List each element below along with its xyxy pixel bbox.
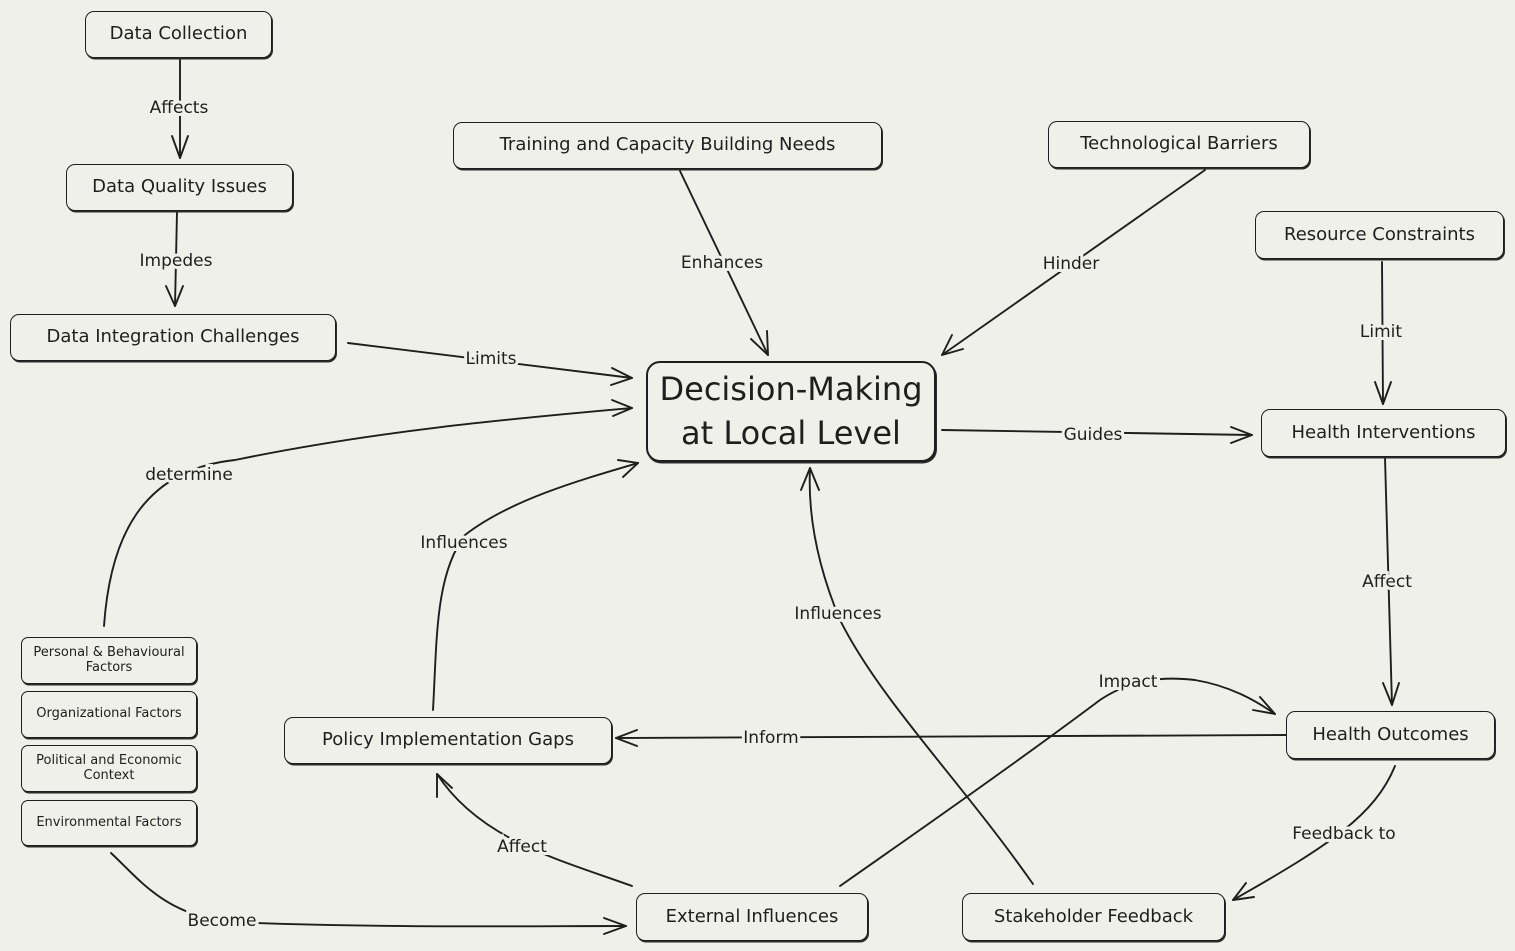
edge-impedes [174,211,178,307]
edge-label-influences-feedback: Influences [794,604,881,624]
node-label: External Influences [665,905,839,927]
edge-determine [103,407,633,627]
arrowhead [610,367,633,386]
node-data-quality-issues[interactable]: Data Quality Issues [66,164,293,211]
node-training-capacity-building[interactable]: Training and Capacity Building Needs [453,122,882,169]
node-data-collection[interactable]: Data Collection [85,11,272,58]
node-label: Organizational Factors [36,706,182,722]
edge-label-affect-policy: Affect [497,837,547,857]
center-title-line2: at Local Level [681,413,901,452]
edge-limit [1381,261,1384,405]
edge-feedback-to [1232,765,1396,901]
node-stakeholder-feedback[interactable]: Stakeholder Feedback [962,893,1225,941]
node-label: Environmental Factors [36,814,182,830]
edge-label-inform: Inform [743,728,798,748]
edge-affect-policy [436,773,633,887]
edge-hinder [941,169,1206,356]
arrowhead [611,399,633,417]
edge-limits [347,342,633,379]
arrowhead [1374,381,1392,405]
node-health-interventions[interactable]: Health Interventions [1261,409,1506,457]
edge-label-impedes: Impedes [140,251,213,271]
node-label: Technological Barriers [1080,133,1278,155]
edge-label-hinder: Hinder [1043,254,1100,274]
arrowhead [750,330,769,356]
arrowhead [1382,682,1400,706]
arrowhead [165,285,184,307]
arrowhead [1232,882,1255,901]
arrowhead [615,729,638,747]
edge-label-influences-policy: Influences [420,533,507,553]
node-label: Health Interventions [1291,421,1476,443]
edge-label-affects: Affects [150,98,209,118]
edge-impact [839,677,1276,887]
edge-label-limits: Limits [466,349,517,369]
node-health-outcomes[interactable]: Health Outcomes [1286,711,1495,759]
edge-become [110,852,627,928]
edge-influences-feedback [808,467,1034,885]
node-decision-making[interactable]: Decision-Making at Local Level [646,361,936,462]
arrowhead [1252,696,1276,715]
node-label: Personal & Behavioural Factors [33,644,185,675]
node-data-integration-challenges[interactable]: Data Integration Challenges [10,314,336,361]
node-environmental-factors[interactable]: Environmental Factors [21,800,197,846]
arrowhead [617,459,639,478]
edge-inform [615,734,1287,739]
node-personal-behavioural-factors[interactable]: Personal & Behavioural Factors [21,637,197,684]
node-label: Health Outcomes [1312,723,1469,745]
node-label: Stakeholder Feedback [993,905,1194,927]
node-resource-constraints[interactable]: Resource Constraints [1255,211,1504,259]
node-label: Policy Implementation Gaps [322,729,574,751]
node-external-influences[interactable]: External Influences [636,893,868,941]
edge-affect-outcomes [1384,457,1393,706]
edge-label-become: Become [188,911,257,931]
arrowhead [941,334,964,356]
edge-enhances [679,170,769,356]
edge-label-determine: determine [145,465,233,485]
arrowhead [436,773,453,798]
edge-label-affect-outcomes: Affect [1362,572,1412,592]
node-political-economic-context[interactable]: Political and Economic Context [21,745,197,792]
edge-label-enhances: Enhances [681,253,763,273]
node-technological-barriers[interactable]: Technological Barriers [1048,121,1310,168]
edge-label-impact: Impact [1099,672,1158,692]
node-label: Training and Capacity Building Needs [499,134,836,156]
node-label: Data Quality Issues [92,176,267,198]
node-label: Data Collection [109,23,248,45]
node-policy-implementation-gaps[interactable]: Policy Implementation Gaps [284,717,612,764]
arrowhead [603,917,627,935]
edge-influences-policy [432,462,639,711]
node-organizational-factors[interactable]: Organizational Factors [21,691,197,738]
edge-label-limit: Limit [1360,322,1402,342]
edge-label-feedback-to: Feedback to [1292,824,1395,844]
center-title-line1: Decision-Making [659,370,923,409]
arrowhead [171,135,189,159]
node-label: Data Integration Challenges [46,326,300,348]
edge-label-guides: Guides [1064,425,1123,445]
node-label: Resource Constraints [1284,223,1475,245]
arrowhead [800,467,820,491]
node-label: Political and Economic Context [36,752,182,783]
edge-guides [941,429,1253,436]
arrowhead [1230,426,1253,444]
